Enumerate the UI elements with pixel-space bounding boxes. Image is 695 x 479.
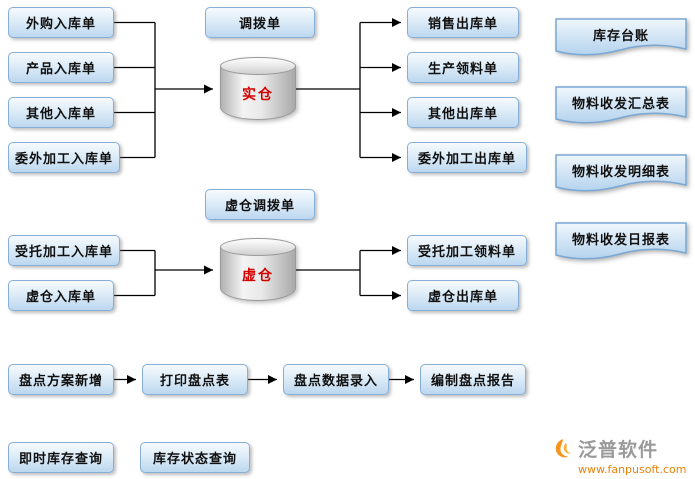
real-warehouse-cylinder: 实仓	[220, 57, 296, 120]
report-label: 物料收发日报表	[571, 233, 670, 248]
virtual-warehouse-label: 虚仓	[242, 268, 274, 284]
document-shape-icon	[555, 154, 687, 192]
report-material-detail: 物料收发明细表	[553, 152, 689, 198]
node-sales-outbound: 销售出库单	[407, 7, 519, 38]
node-outsource-inbound: 委外加工入库单	[8, 142, 120, 173]
virtual-warehouse-connectors	[114, 245, 401, 301]
node-product-inbound: 产品入库单	[8, 52, 114, 83]
node-outsource-outbound: 委外加工出库单	[407, 142, 527, 173]
node-inventory-status-query: 库存状态查询	[140, 442, 250, 473]
real-warehouse-connectors	[114, 17, 401, 163]
brand-name: 泛普软件	[578, 439, 659, 461]
report-label: 物料收发汇总表	[571, 97, 670, 112]
node-other-inbound: 其他入库单	[8, 97, 114, 128]
brand-row: 泛普软件	[552, 435, 692, 462]
node-count-plan-new: 盘点方案新增	[8, 364, 114, 395]
report-label: 物料收发明细表	[571, 165, 670, 180]
document-shape-icon	[555, 222, 687, 260]
node-virtual-transfer-order: 虚仓调拨单	[205, 189, 315, 220]
report-label: 库存台账	[592, 29, 649, 44]
node-virtual-outbound: 虚仓出库单	[407, 280, 519, 311]
fanpu-flame-icon	[555, 438, 571, 457]
node-purchase-inbound: 外购入库单	[8, 7, 114, 38]
report-material-daily: 物料收发日报表	[553, 220, 689, 266]
node-transfer-order: 调拨单	[205, 7, 315, 38]
real-warehouse-label: 实仓	[242, 87, 274, 103]
node-count-data-entry: 盘点数据录入	[283, 364, 389, 395]
node-entrust-requisition: 受托加工领料单	[407, 235, 527, 266]
report-material-summary: 物料收发汇总表	[553, 84, 689, 130]
report-inventory-ledger: 库存台账	[553, 16, 689, 62]
cylinder-top	[220, 238, 296, 256]
node-virtual-inbound: 虚仓入库单	[8, 280, 114, 311]
node-realtime-inventory-query: 即时库存查询	[8, 442, 114, 473]
node-other-outbound: 其他出库单	[407, 97, 519, 128]
node-entrust-inbound: 受托加工入库单	[8, 235, 120, 266]
node-count-report: 编制盘点报告	[420, 364, 526, 395]
cylinder-body	[220, 247, 296, 301]
document-shape-icon	[555, 18, 687, 56]
node-production-requisition: 生产领料单	[407, 52, 519, 83]
brand-logo: 泛普软件 www.fanpusoft.com	[552, 435, 692, 476]
cylinder-top	[220, 57, 296, 75]
virtual-warehouse-cylinder: 虚仓	[220, 238, 296, 301]
brand-url: www.fanpusoft.com	[578, 463, 687, 476]
node-print-count-sheet: 打印盘点表	[142, 364, 248, 395]
document-shape-icon	[555, 86, 687, 124]
cylinder-body	[220, 66, 296, 120]
